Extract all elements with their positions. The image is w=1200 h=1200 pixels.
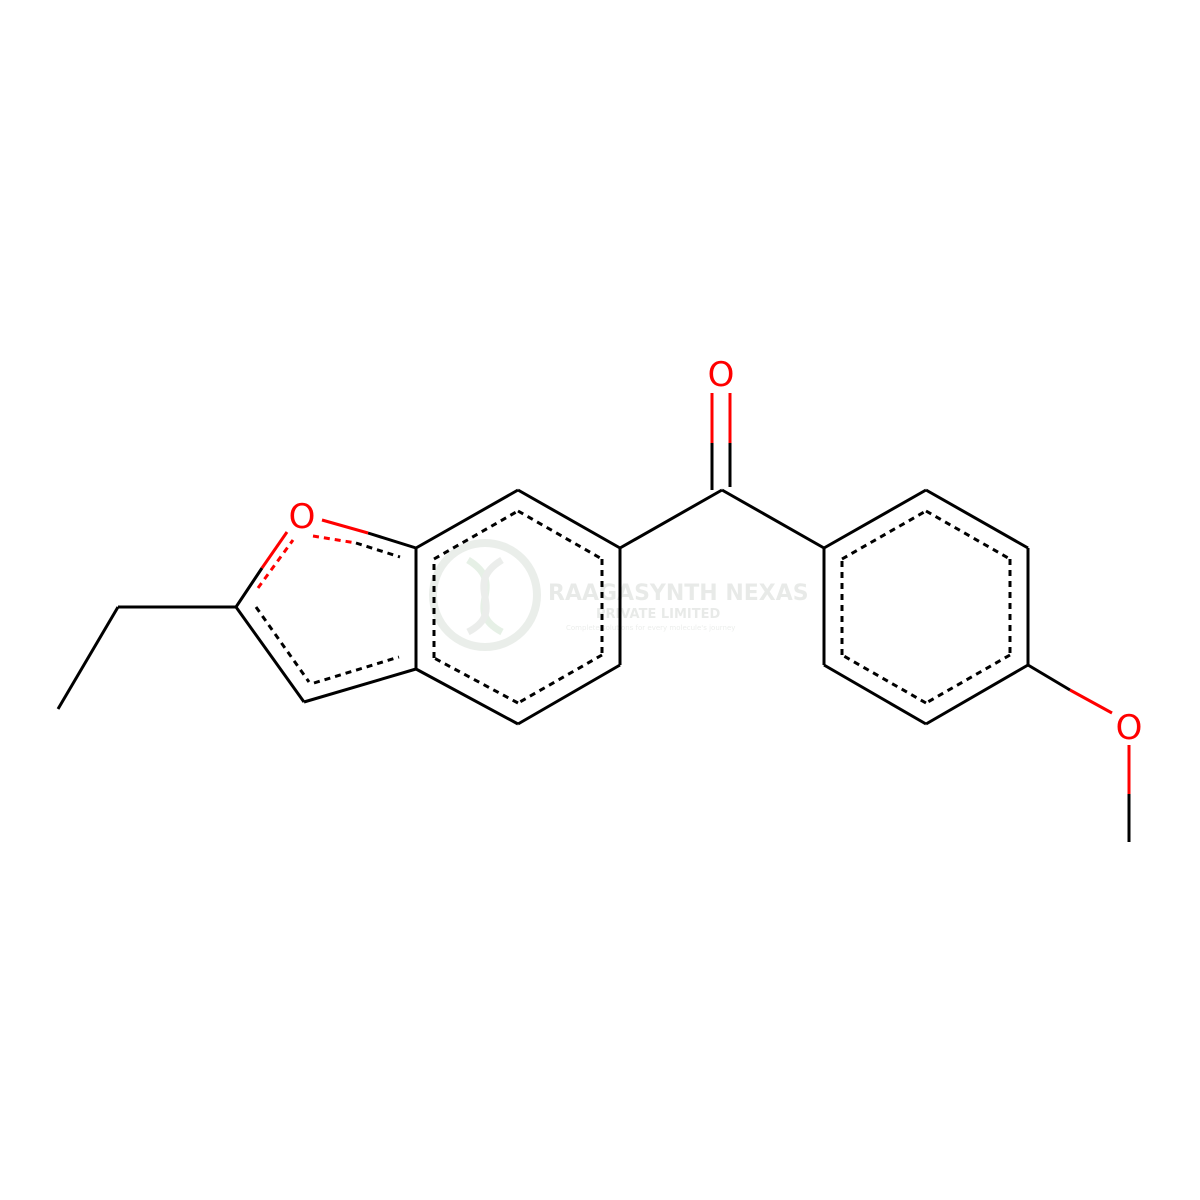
bond-ethyl-ch3 xyxy=(56,606,120,710)
bond-c6-carbonyl xyxy=(619,488,723,550)
bond-o1-c7a-black xyxy=(367,531,417,550)
aromatic-benzo-d xyxy=(517,653,603,705)
atom-label-methoxy-oxygen: O xyxy=(1116,708,1143,748)
bond-c7-c6 xyxy=(517,488,621,550)
oxygen-bonds xyxy=(256,393,1131,794)
aromatic-anisole-b xyxy=(925,509,1011,561)
aromatic-furan-o-c7a-red xyxy=(312,534,357,545)
bond-c2-c3 xyxy=(234,606,306,703)
atom-label-ring-oxygen: O xyxy=(289,497,316,537)
aromatic-furan-c3-c3a xyxy=(313,655,400,685)
watermark-line1: RAAGASYNTH NEXAS xyxy=(548,581,809,606)
bond-c4p-o-black xyxy=(1027,663,1071,692)
aromatic-anisole-e xyxy=(841,653,927,705)
aromatic-benzo-b xyxy=(517,509,603,561)
bond-c4p-c5p xyxy=(925,663,1029,726)
atom-labels: O O O xyxy=(289,355,1143,748)
dna-helix-logo-icon xyxy=(429,539,541,651)
aromatic-bonds xyxy=(254,509,1012,705)
aromatic-furan-c2-o1-red xyxy=(256,539,295,589)
bond-carbonyl-c1p xyxy=(721,488,825,550)
bond-c1p-c2p xyxy=(823,488,927,550)
bond-o1-c7a-red xyxy=(321,518,369,535)
bond-c5-c4 xyxy=(517,663,621,726)
aromatic-furan-o-c7a-black xyxy=(355,541,401,559)
aromatic-benzo-e xyxy=(433,656,519,705)
aromatic-benzo-a xyxy=(433,509,519,561)
bonds xyxy=(56,443,1131,842)
aromatic-anisole-d xyxy=(925,653,1011,705)
bond-c2-o1-black xyxy=(234,567,264,608)
aromatic-furan-c2-c3 xyxy=(254,606,311,683)
bond-c2p-c3p xyxy=(925,488,1029,550)
watermark: RAAGASYNTH NEXAS PRIVATE LIMITED Complet… xyxy=(429,539,809,651)
bond-c4p-o-red xyxy=(1069,688,1113,715)
watermark-line3: Complete solutions for every molecule's … xyxy=(566,624,735,632)
bond-c7a-c7 xyxy=(415,488,519,550)
bond-c4-c3a xyxy=(415,667,519,726)
bond-c3-c3a xyxy=(303,667,417,704)
watermark-line2: PRIVATE LIMITED xyxy=(596,607,721,622)
bond-c2-o1-red xyxy=(260,531,289,569)
aromatic-anisole-a xyxy=(841,509,927,561)
bond-c5p-c6p xyxy=(823,663,927,726)
atom-label-carbonyl-oxygen: O xyxy=(708,355,735,395)
